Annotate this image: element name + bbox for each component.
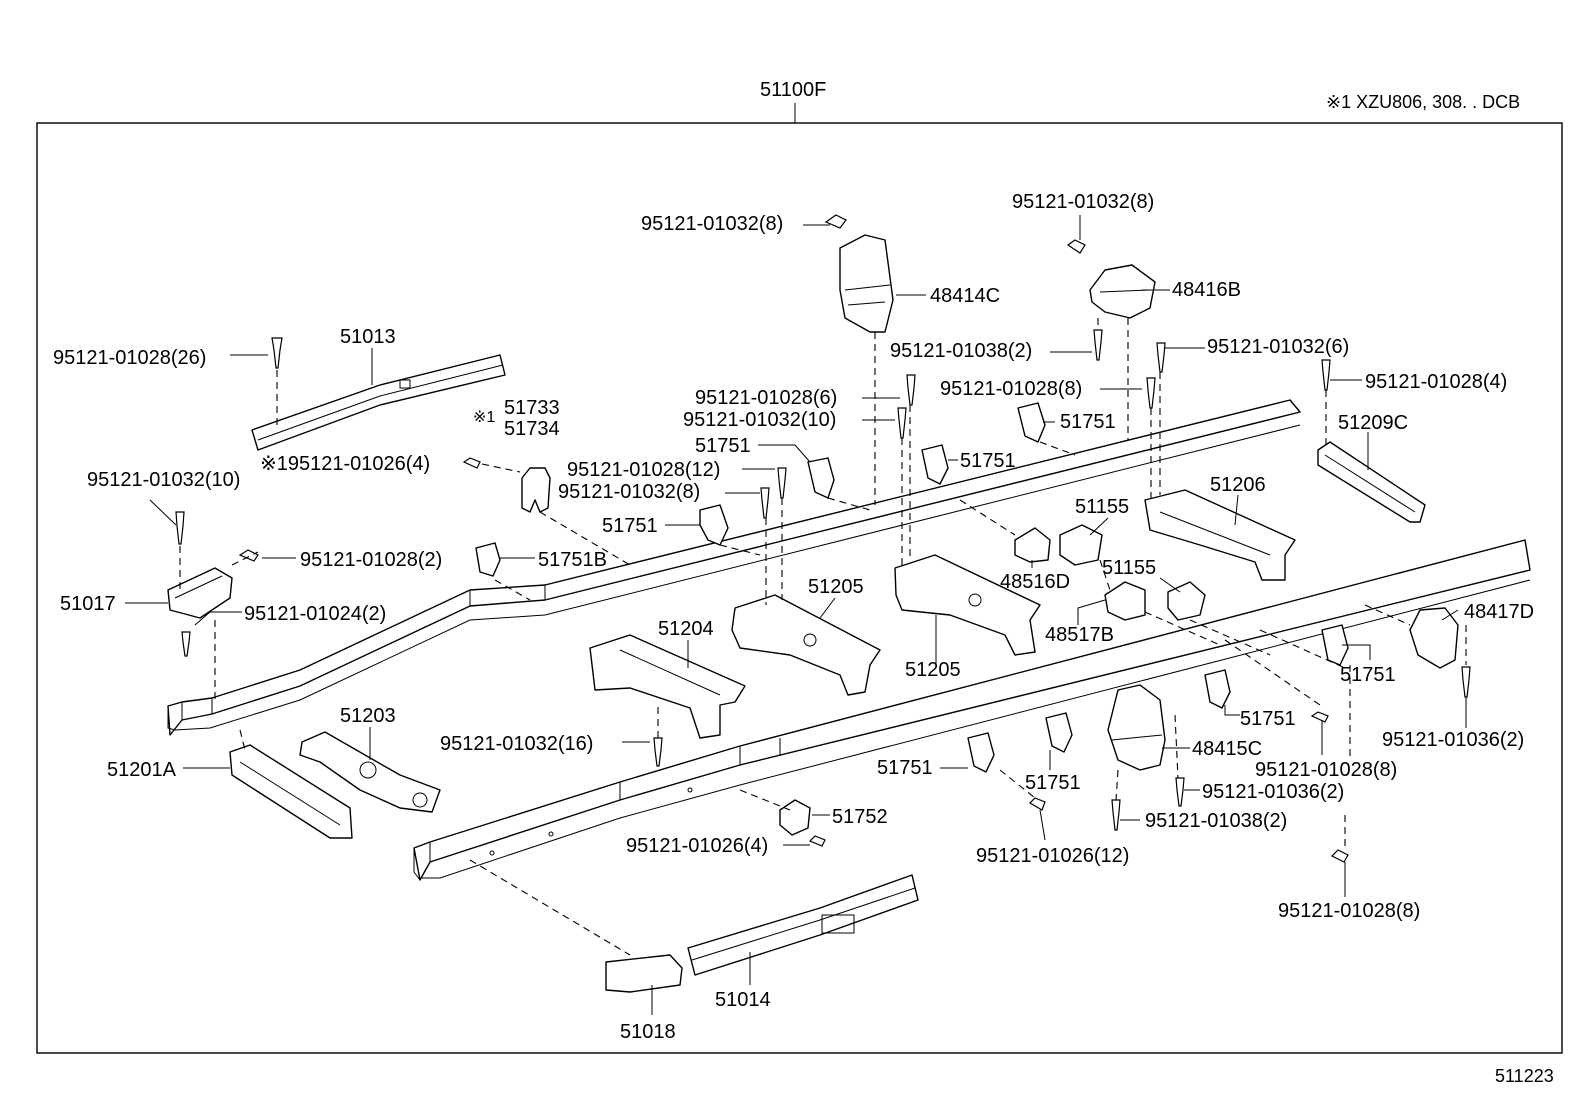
label-48414c[interactable]: 48414C [930, 285, 1000, 307]
label-51013[interactable]: 51013 [340, 326, 396, 348]
part-51201a-crossmember[interactable] [229, 744, 353, 839]
part-51206-crossmember[interactable] [1144, 489, 1296, 581]
label-51203[interactable]: 51203 [340, 705, 396, 727]
label-bolt-01028-8-bottom[interactable]: 95121-01028(8) [1278, 900, 1420, 922]
label-48416b[interactable]: 48416B [1172, 279, 1241, 301]
label-51751-7[interactable]: 51751 [1025, 772, 1081, 794]
label-bolt-01028-6[interactable]: 95121-01028(6) [695, 387, 837, 409]
part-48517b-bracket[interactable] [1104, 581, 1146, 621]
part-51751-bracket-6[interactable] [1204, 669, 1231, 709]
part-48416b-hanger[interactable] [1089, 264, 1156, 319]
label-bolt-01028-8-mid[interactable]: 95121-01028(8) [940, 378, 1082, 400]
part-48415c-hanger[interactable] [1107, 684, 1166, 771]
label-bolt-01032-8-mid[interactable]: 95121-01032(8) [558, 481, 700, 503]
part-51203-crossmember[interactable] [299, 731, 441, 813]
part-51155-plate-b[interactable] [1167, 581, 1206, 621]
label-51155-b[interactable]: 51155 [1102, 557, 1156, 579]
label-bolt-01038-2-top[interactable]: 95121-01038(2) [890, 340, 1032, 362]
label-48517b[interactable]: 48517B [1045, 624, 1114, 646]
part-51751-bracket-5[interactable] [1321, 624, 1349, 666]
bolt-icons [175, 214, 1471, 863]
label-bolt-01032-10-mid[interactable]: 95121-01032(10) [683, 409, 836, 431]
label-51751-3[interactable]: 51751 [960, 450, 1016, 472]
label-51734[interactable]: 51734 [504, 418, 560, 440]
label-51017[interactable]: 51017 [60, 593, 116, 615]
part-51017-bracket[interactable] [167, 567, 233, 619]
label-51201a[interactable]: 51201A [107, 759, 177, 781]
label-bolt-01032-6[interactable]: 95121-01032(6) [1207, 336, 1349, 358]
label-bolt-01026-12[interactable]: 95121-01026(12) [976, 845, 1129, 867]
part-51204-crossmember[interactable] [589, 634, 746, 739]
bolt-labels: 95121-01028(26) ※195121-01026(4) 95121-0… [53, 191, 1524, 922]
label-bolt-01026-4[interactable]: 95121-01026(4) [626, 835, 768, 857]
label-51018[interactable]: 51018 [620, 1021, 676, 1043]
part-51751-bracket-4[interactable] [1017, 402, 1046, 443]
label-bolt-01032-10-left[interactable]: 95121-01032(10) [87, 469, 240, 491]
diagram-code: 511223 [1495, 1066, 1554, 1086]
label-51014[interactable]: 51014 [715, 989, 771, 1011]
label-bolt-01036-2-mid[interactable]: 95121-01036(2) [1202, 781, 1344, 803]
label-51751-6[interactable]: 51751 [1240, 708, 1296, 730]
part-51751-bracket-2[interactable] [807, 457, 835, 499]
assembly-lines [179, 318, 1467, 956]
frame-rail-right[interactable] [413, 539, 1531, 881]
label-51733[interactable]: 51733 [504, 397, 560, 419]
frame-rail-left[interactable] [167, 399, 1301, 736]
part-51013-member[interactable] [251, 354, 506, 451]
label-51751-5[interactable]: 51751 [1340, 664, 1396, 686]
label-51733-mark: ※1 [473, 409, 495, 426]
part-51751b-bracket[interactable] [475, 542, 501, 577]
label-bolt-01028-8-right[interactable]: 95121-01028(8) [1255, 759, 1397, 781]
label-51751-2[interactable]: 51751 [695, 435, 751, 457]
label-48516d[interactable]: 48516D [1000, 571, 1070, 593]
label-bolt-01028-4[interactable]: 95121-01028(4) [1365, 371, 1507, 393]
part-51014-member[interactable] [687, 874, 919, 976]
label-bolt-01028-12[interactable]: 95121-01028(12) [567, 459, 720, 481]
part-51018-bracket[interactable] [605, 954, 683, 993]
label-51204[interactable]: 51204 [658, 618, 714, 640]
label-51205-b[interactable]: 51205 [905, 659, 961, 681]
part-51751-bracket-8[interactable] [967, 732, 995, 773]
label-48415c[interactable]: 48415C [1192, 738, 1262, 760]
label-bolt-01032-16[interactable]: 95121-01032(16) [440, 733, 593, 755]
leader-lines [125, 215, 1467, 1015]
label-bolt-01038-2-bot[interactable]: 95121-01038(2) [1145, 810, 1287, 832]
label-bolt-01032-8-top[interactable]: 95121-01032(8) [641, 213, 783, 235]
part-51751-bracket-7[interactable] [1045, 712, 1073, 753]
part-48516d-bracket[interactable] [1014, 527, 1051, 563]
part-48414c-hanger[interactable] [839, 234, 894, 333]
label-bolt-01032-8-topright[interactable]: 95121-01032(8) [1012, 191, 1154, 213]
label-51155-a[interactable]: 51155 [1075, 496, 1129, 518]
model-note: ※1 XZU806, 308. . DCB [1326, 92, 1520, 112]
part-51205-crossmember-b[interactable] [894, 554, 1041, 656]
part-51155-plate-a[interactable] [1059, 524, 1103, 566]
label-48417d[interactable]: 48417D [1464, 601, 1534, 623]
label-51751-8[interactable]: 51751 [877, 757, 933, 779]
label-bolt-01026-4-note[interactable]: ※195121-01026(4) [260, 453, 430, 475]
label-bolt-01028-2[interactable]: 95121-01028(2) [300, 549, 442, 571]
part-51205-crossmember-a[interactable] [731, 594, 881, 696]
label-bolt-01028-26[interactable]: 95121-01028(26) [53, 347, 206, 369]
part-51751-bracket-3[interactable] [921, 444, 949, 485]
part-51751-bracket-1[interactable] [699, 504, 729, 546]
part-48417d-hanger[interactable] [1409, 607, 1459, 669]
label-51751b[interactable]: 51751B [538, 549, 607, 571]
label-51206[interactable]: 51206 [1210, 474, 1266, 496]
part-51209c-crossmember[interactable] [1317, 441, 1426, 523]
label-51205-a[interactable]: 51205 [808, 576, 864, 598]
label-51209c[interactable]: 51209C [1338, 412, 1408, 434]
part-51733-bracket[interactable] [521, 467, 551, 513]
part-labels: 51013 51017 51201A 51203 51204 51205 512… [60, 279, 1534, 1043]
label-bolt-01024-2[interactable]: 95121-01024(2) [244, 603, 386, 625]
part-51752-bracket[interactable] [779, 799, 811, 836]
label-51751-1[interactable]: 51751 [602, 515, 658, 537]
assembly-title: 51100F [760, 79, 826, 101]
label-51751-4[interactable]: 51751 [1060, 411, 1116, 433]
diagram-border [36, 122, 1563, 1054]
label-bolt-01036-2-right[interactable]: 95121-01036(2) [1382, 729, 1524, 751]
label-51752[interactable]: 51752 [832, 806, 888, 828]
